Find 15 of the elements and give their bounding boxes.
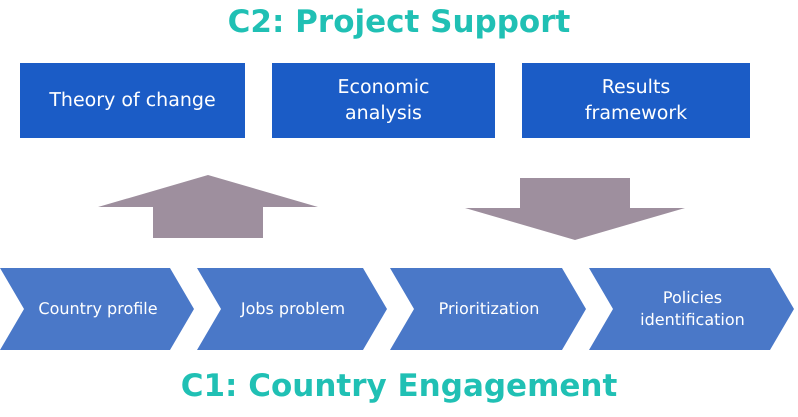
block-arrow — [465, 178, 685, 240]
node-label: Jobs problem — [240, 298, 346, 320]
caption: C1: Country Engagement — [180, 368, 618, 404]
chevron-step — [0, 268, 194, 350]
block-arrow — [98, 175, 318, 238]
node-label: Economic analysis — [336, 74, 430, 126]
node-label: Country profile — [38, 298, 158, 320]
process-box — [20, 63, 245, 138]
node-label: Results framework — [584, 74, 688, 126]
node-label: Theory of change — [49, 88, 216, 113]
node-label: Prioritization — [438, 298, 540, 320]
process-box — [272, 63, 495, 138]
title: C2: Project Support — [226, 4, 572, 40]
process-box — [522, 63, 750, 138]
node-label: Policies identification — [639, 287, 746, 331]
